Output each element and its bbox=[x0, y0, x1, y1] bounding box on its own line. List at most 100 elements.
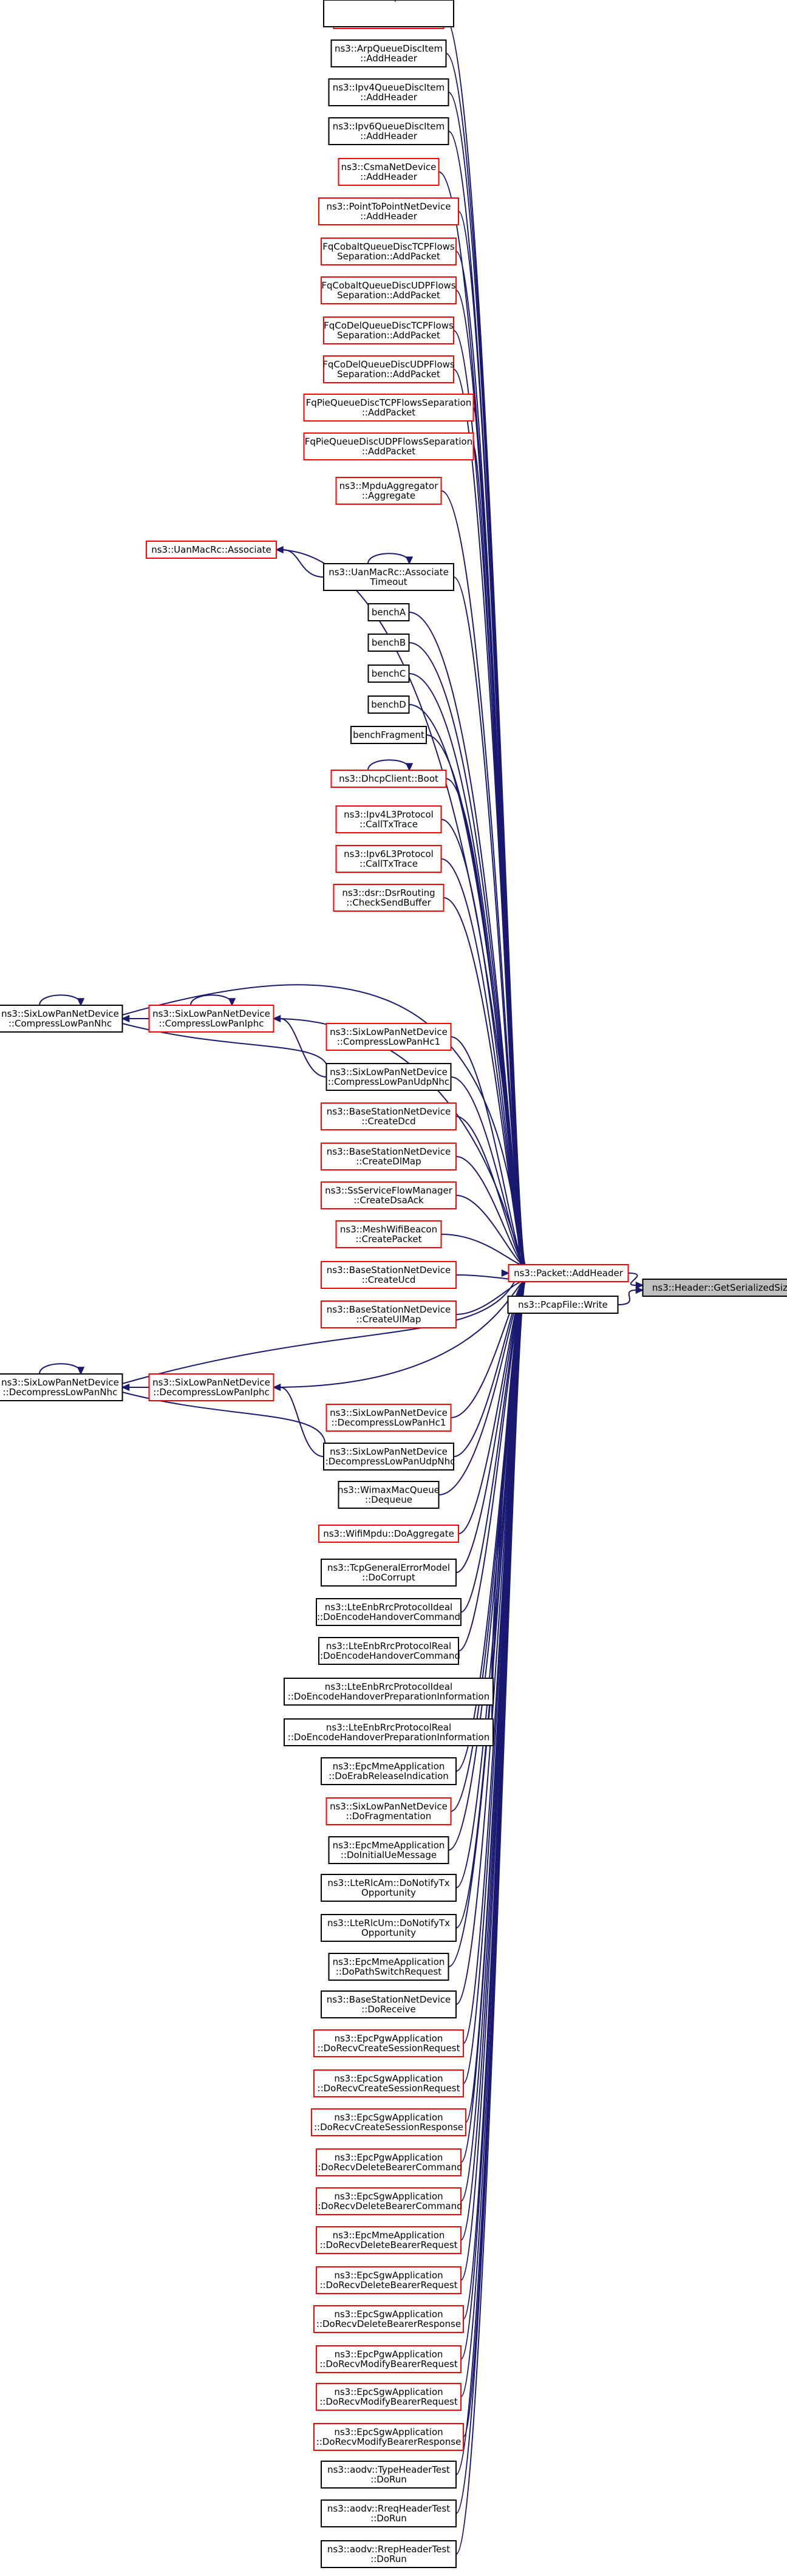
caller-node-13[interactable]: ns3::UanMacRc::Associate bbox=[146, 541, 277, 559]
caller-node-22[interactable]: ns3::Ipv6L3Protocol::CallTxTrace bbox=[335, 845, 442, 873]
caller-node-21[interactable]: ns3::Ipv4L3Protocol::CallTxTrace bbox=[335, 805, 442, 833]
node-label: ::DoEncodeHandoverCommand bbox=[317, 1611, 460, 1622]
caller-node-18[interactable]: benchD bbox=[367, 695, 410, 714]
node-label: ::DoPathSwitchRequest bbox=[336, 1966, 441, 1977]
caller-node-3[interactable]: ns3::Ipv6QueueDiscItem::AddHeader bbox=[328, 117, 449, 145]
caller-node-57[interactable]: ns3::EpcMmeApplication::DoRecvDeleteBear… bbox=[316, 2226, 462, 2254]
caller-node-15[interactable]: benchA bbox=[367, 603, 410, 621]
node-label: ns3::EpcSgwApplication bbox=[334, 2073, 443, 2084]
caller-node-12[interactable]: ns3::MpduAggregator::Aggregate bbox=[335, 477, 442, 505]
caller-node-53[interactable]: ns3::EpcSgwApplication::DoRecvCreateSess… bbox=[313, 2069, 464, 2097]
caller-node-39[interactable]: ns3::WifiMpdu::DoAggregate bbox=[318, 1525, 459, 1543]
node-box bbox=[325, 1404, 452, 1432]
caller-node-7[interactable]: FqCobaltQueueDiscUDPFlowsSeparation::Add… bbox=[321, 276, 457, 304]
caller-node-44[interactable]: ns3::LteEnbRrcProtocolReal::DoEncodeHand… bbox=[284, 1718, 494, 1746]
caller-node-34[interactable]: ns3::SixLowPanNetDevice::DecompressLowPa… bbox=[325, 1404, 452, 1432]
node-label: ::DoRecvDeleteBearerRequest bbox=[319, 2239, 457, 2250]
node-label: benchB bbox=[372, 637, 406, 648]
caller-node-59[interactable]: ns3::EpcSgwApplication::DoRecvDeleteBear… bbox=[313, 2305, 464, 2333]
caller-node-33[interactable]: ns3::BaseStationNetDevice::CreateUlMap bbox=[321, 1300, 457, 1328]
caller-node-26[interactable]: ns3::SixLowPanNetDevice::CompressLowPanI… bbox=[148, 1005, 274, 1033]
arrowhead bbox=[121, 1383, 130, 1392]
caller-node-30[interactable]: ns3::SsServiceFlowManager::CreateDsaAck bbox=[321, 1181, 457, 1209]
caller-node-19[interactable]: benchFragment bbox=[350, 726, 427, 744]
node-label: ns3::TcpGeneralErrorModel bbox=[327, 1562, 450, 1573]
edge-to-addheader bbox=[273, 1280, 526, 1388]
caller-node-36[interactable]: ns3::SixLowPanNetDevice::DecompressLowPa… bbox=[148, 1373, 274, 1401]
caller-node-50[interactable]: ns3::EpcMmeApplication::DoPathSwitchRequ… bbox=[328, 1953, 449, 1981]
caller-node-11[interactable]: FqPieQueueDiscUDPFlowsSeparation::AddPac… bbox=[303, 432, 474, 460]
caller-node-37[interactable]: ns3::SixLowPanNetDevice::DecompressLowPa… bbox=[322, 1443, 455, 1471]
node-box bbox=[316, 2187, 462, 2215]
packet-add-header-node[interactable]: ns3::Packet::AddHeader bbox=[508, 1264, 629, 1282]
node-label: FqCoDelQueueDiscUDPFlows bbox=[322, 359, 455, 370]
caller-node-16[interactable]: benchB bbox=[367, 634, 410, 652]
node-box bbox=[367, 664, 410, 683]
caller-node-8[interactable]: FqCoDelQueueDiscTCPFlowsSeparation::AddP… bbox=[323, 316, 454, 344]
node-label: ns3::SixLowPanNetDevice bbox=[330, 1027, 448, 1037]
header-get-serialized-size-node[interactable]: ns3::Header::GetSerializedSize bbox=[642, 1279, 787, 1297]
node-label: ns3::EpcPgwApplication bbox=[335, 2152, 443, 2163]
caller-node-10[interactable]: FqPieQueueDiscTCPFlowsSeparation::AddPac… bbox=[303, 394, 474, 422]
caller-node-29[interactable]: ns3::BaseStationNetDevice::CreateDlMap bbox=[321, 1143, 457, 1170]
node-box bbox=[321, 1990, 457, 2018]
node-label: ::DoErabReleaseIndication bbox=[329, 1771, 449, 1782]
node-label: ::DoRecvCreateSessionResponse bbox=[314, 2122, 463, 2133]
caller-node-45[interactable]: ns3::EpcMmeApplication::DoErabReleaseInd… bbox=[321, 1757, 457, 1785]
node-box bbox=[303, 432, 474, 460]
caller-node-28[interactable]: ns3::BaseStationNetDevice::CreateDcd bbox=[321, 1102, 457, 1130]
caller-node-6[interactable]: FqCobaltQueueDiscTCPFlowsSeparation::Add… bbox=[321, 237, 457, 265]
caller-node-25[interactable]: ns3::SixLowPanNetDevice::CompressLowPanN… bbox=[0, 1005, 123, 1033]
caller-node-23[interactable]: ns3::dsr::DsrRouting::CheckSendBuffer bbox=[333, 884, 445, 912]
node-label: ::CreateDsaAck bbox=[353, 1195, 424, 1206]
caller-node-9[interactable]: FqCoDelQueueDiscUDPFlowsSeparation::AddP… bbox=[322, 355, 455, 383]
arrowhead bbox=[121, 1014, 130, 1023]
caller-node-58[interactable]: ns3::EpcSgwApplication::DoRecvDeleteBear… bbox=[316, 2266, 462, 2294]
caller-node-60[interactable]: ns3::EpcPgwApplication::DoRecvModifyBear… bbox=[316, 2345, 462, 2373]
caller-node-65[interactable]: ns3::aodv::RrepHeaderTest::DoRun bbox=[321, 2540, 457, 2568]
node-label: ::DoRecvModifyBearerRequest bbox=[319, 2359, 458, 2369]
caller-node-24[interactable]: ns3::SixLowPanNetDevice::CompressLowPanH… bbox=[325, 1023, 452, 1051]
caller-node-61[interactable]: ns3::EpcSgwApplication::DoRecvModifyBear… bbox=[316, 2383, 462, 2411]
caller-node-66[interactable]: ns3::aodv::RrepAckHeaderTest::DoRun bbox=[323, 0, 454, 27]
node-label: ns3::aodv::RreqHeaderTest bbox=[327, 2503, 450, 2514]
node-box bbox=[328, 78, 449, 106]
node-box bbox=[321, 1914, 457, 1942]
caller-node-47[interactable]: ns3::EpcMmeApplication::DoInitialUeMessa… bbox=[328, 1836, 449, 1864]
caller-node-62[interactable]: ns3::EpcSgwApplication::DoRecvModifyBear… bbox=[313, 2423, 464, 2451]
caller-node-35[interactable]: ns3::SixLowPanNetDevice::DecompressLowPa… bbox=[0, 1373, 123, 1401]
caller-node-46[interactable]: ns3::SixLowPanNetDevice::DoFragmentation bbox=[325, 1797, 452, 1825]
pcap-file-write-node[interactable]: ns3::PcapFile::Write bbox=[507, 1296, 619, 1314]
caller-node-1[interactable]: ns3::ArpQueueDiscItem::AddHeader bbox=[330, 39, 447, 67]
node-label: ns3::LteEnbRrcProtocolIdeal bbox=[325, 1681, 452, 1692]
caller-node-31[interactable]: ns3::MeshWifiBeacon::CreatePacket bbox=[335, 1220, 442, 1248]
node-label: ::DecompressLowPanUdpNhc bbox=[322, 1456, 455, 1467]
caller-node-40[interactable]: ns3::TcpGeneralErrorModel::DoCorrupt bbox=[321, 1559, 457, 1587]
caller-node-5[interactable]: ns3::PointToPointNetDevice::AddHeader bbox=[318, 197, 459, 225]
caller-node-54[interactable]: ns3::EpcSgwApplication::DoRecvCreateSess… bbox=[311, 2108, 466, 2136]
caller-node-41[interactable]: ns3::LteEnbRrcProtocolIdeal::DoEncodeHan… bbox=[316, 1598, 462, 1626]
caller-node-55[interactable]: ns3::EpcPgwApplication::DoRecvDeleteBear… bbox=[315, 2148, 463, 2176]
caller-node-4[interactable]: ns3::CsmaNetDevice::AddHeader bbox=[338, 158, 440, 186]
caller-node-51[interactable]: ns3::BaseStationNetDevice::DoReceive bbox=[321, 1990, 457, 2018]
caller-node-63[interactable]: ns3::aodv::TypeHeaderTest::DoRun bbox=[321, 2461, 457, 2489]
node-label: ::DoRecvModifyBearerResponse bbox=[316, 2436, 462, 2447]
node-box bbox=[642, 1279, 787, 1297]
caller-node-38[interactable]: ns3::WimaxMacQueue::Dequeue bbox=[338, 1481, 440, 1509]
node-label: ns3::SixLowPanNetDevice bbox=[152, 1377, 270, 1388]
caller-node-42[interactable]: ns3::LteEnbRrcProtocolReal::DoEncodeHand… bbox=[317, 1637, 460, 1665]
caller-node-56[interactable]: ns3::EpcSgwApplication::DoRecvDeleteBear… bbox=[315, 2187, 463, 2215]
caller-node-64[interactable]: ns3::aodv::RreqHeaderTest::DoRun bbox=[321, 2499, 457, 2527]
caller-node-32[interactable]: ns3::BaseStationNetDevice::CreateUcd bbox=[321, 1261, 457, 1289]
caller-node-17[interactable]: benchC bbox=[367, 664, 410, 683]
node-box bbox=[330, 770, 447, 788]
caller-node-20[interactable]: ns3::DhcpClient::Boot bbox=[330, 770, 447, 788]
caller-node-2[interactable]: ns3::Ipv4QueueDiscItem::AddHeader bbox=[328, 78, 449, 106]
caller-node-43[interactable]: ns3::LteEnbRrcProtocolIdeal::DoEncodeHan… bbox=[284, 1678, 494, 1706]
caller-node-52[interactable]: ns3::EpcPgwApplication::DoRecvCreateSess… bbox=[313, 2029, 464, 2057]
caller-node-27[interactable]: ns3::SixLowPanNetDevice::CompressLowPanU… bbox=[325, 1063, 452, 1091]
node-label: ::AddPacket bbox=[362, 407, 415, 418]
